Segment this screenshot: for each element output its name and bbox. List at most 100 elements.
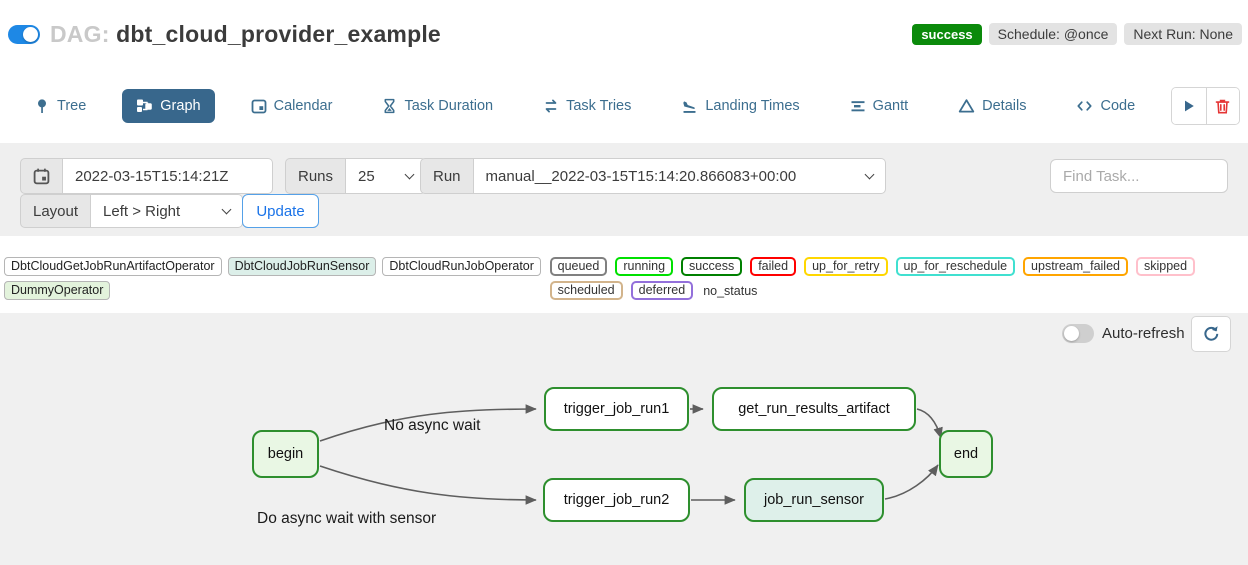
status-legend-success[interactable]: success bbox=[681, 257, 743, 276]
operator-legend-dummyoperator[interactable]: DummyOperator bbox=[4, 281, 111, 300]
legend: DbtCloudGetJobRunArtifactOperator DbtClou… bbox=[4, 257, 1244, 300]
trash-icon bbox=[1214, 98, 1231, 115]
status-legend-queued[interactable]: queued bbox=[549, 257, 608, 276]
tab-details[interactable]: Details bbox=[944, 89, 1040, 123]
status-legend-failed[interactable]: failed bbox=[750, 257, 797, 276]
base-date-input[interactable] bbox=[63, 158, 273, 194]
runs-label: Runs bbox=[285, 158, 347, 194]
tab-label: Task Duration bbox=[404, 98, 494, 114]
tab-label: Tree bbox=[57, 98, 87, 114]
hourglass-icon bbox=[382, 98, 397, 114]
toggle-knob bbox=[1064, 326, 1079, 341]
status-legend: queued running success failed up_for_retry up… bbox=[549, 257, 1244, 300]
chevron-down-icon bbox=[221, 204, 232, 214]
dag-edges bbox=[319, 404, 943, 505]
next-run-badge: Next Run: None bbox=[1124, 23, 1242, 45]
tab-label: Gantt bbox=[872, 98, 909, 114]
tab-label: Details bbox=[982, 98, 1027, 114]
header-badges: success Schedule: @once Next Run: None bbox=[912, 23, 1242, 45]
task-node-end[interactable]: end bbox=[939, 430, 993, 478]
tab-label: Code bbox=[1100, 98, 1136, 114]
runs-select-value: 25 bbox=[358, 167, 375, 185]
tab-tree[interactable]: Tree bbox=[20, 89, 100, 123]
tab-label: Calendar bbox=[273, 98, 333, 114]
operator-legend-dbtcloudrunjoboperator[interactable]: DbtCloudRunJobOperator bbox=[382, 257, 541, 276]
edge-job_run_sensor-to-end bbox=[884, 464, 939, 500]
num-runs-group: Runs 25 bbox=[285, 158, 427, 194]
run-select-value: manual__2022-03-15T15:14:20.866083+00:00 bbox=[485, 167, 797, 185]
runs-select[interactable]: 25 bbox=[346, 158, 427, 194]
run-label: Run bbox=[420, 158, 474, 194]
tab-task-tries[interactable]: Task Tries bbox=[529, 89, 645, 123]
tab-gantt[interactable]: Gantt bbox=[836, 89, 922, 123]
tab-graph[interactable]: Graph bbox=[122, 89, 215, 123]
operator-legend-dbtcloudgetjobrunartifactoperator[interactable]: DbtCloudGetJobRunArtifactOperator bbox=[4, 257, 222, 276]
run-select[interactable]: manual__2022-03-15T15:14:20.866083+00:00 bbox=[473, 158, 886, 194]
dag-name-label: dbt_cloud_provider_example bbox=[116, 20, 441, 47]
task-node-begin[interactable]: begin bbox=[252, 430, 319, 478]
calendar-addon-icon bbox=[20, 158, 63, 194]
filter-panel: Runs 25 Run manual__2022-03-15T15:14:20.… bbox=[0, 143, 1248, 236]
operator-legend-dbtcloudjobrunsensor[interactable]: DbtCloudJobRunSensor bbox=[227, 257, 377, 276]
schedule-badge[interactable]: Schedule: @once bbox=[988, 23, 1118, 45]
delete-dag-button[interactable] bbox=[1205, 88, 1239, 124]
find-task-input[interactable] bbox=[1050, 159, 1228, 193]
code-brackets-icon bbox=[1076, 98, 1093, 114]
status-badge: success bbox=[912, 23, 982, 45]
edge-get_run_results_artifact-to-end bbox=[916, 408, 943, 439]
status-legend-up_for_retry[interactable]: up_for_retry bbox=[804, 257, 888, 276]
layout-select-value: Left > Right bbox=[103, 202, 181, 220]
status-legend-upstream_failed[interactable]: upstream_failed bbox=[1023, 257, 1128, 276]
task-node-job_run_sensor[interactable]: job_run_sensor bbox=[744, 478, 884, 522]
autorefresh-label: Auto-refresh bbox=[1102, 325, 1185, 342]
autorefresh-control: Auto-refresh bbox=[1062, 324, 1185, 343]
status-legend-up_for_reschedule[interactable]: up_for_reschedule bbox=[895, 257, 1016, 276]
trigger-dag-button[interactable] bbox=[1172, 88, 1206, 124]
dag-prefix-label: DAG: bbox=[50, 20, 110, 47]
tab-code[interactable]: Code bbox=[1062, 89, 1149, 123]
tab-landing-times[interactable]: Landing Times bbox=[667, 89, 813, 123]
refresh-icon bbox=[1204, 326, 1219, 341]
task-node-get_run_results_artifact[interactable]: get_run_results_artifact bbox=[712, 387, 916, 431]
autorefresh-toggle[interactable] bbox=[1062, 324, 1094, 343]
task-node-trigger_job_run2[interactable]: trigger_job_run2 bbox=[543, 478, 690, 522]
tabs: Tree Graph Calendar Task Duration Task Tries… bbox=[20, 89, 1171, 123]
edge-begin-to-trigger_job_run1 bbox=[319, 404, 537, 442]
update-button[interactable]: Update bbox=[242, 194, 319, 228]
dag-pause-toggle[interactable] bbox=[8, 24, 40, 44]
graph-panel: Auto-refresh begin trigger_job_run1 get_ru… bbox=[0, 313, 1248, 565]
dag-action-buttons bbox=[1171, 87, 1240, 125]
status-legend-skipped[interactable]: skipped bbox=[1136, 257, 1196, 276]
task-node-trigger_job_run1[interactable]: trigger_job_run1 bbox=[544, 387, 689, 431]
page-title: DAG: dbt_cloud_provider_example bbox=[50, 21, 441, 48]
tab-label: Task Tries bbox=[566, 98, 632, 114]
status-legend-running[interactable]: running bbox=[615, 257, 674, 276]
triangle-icon bbox=[958, 98, 975, 114]
tab-label: Landing Times bbox=[705, 98, 800, 114]
run-select-group: Run manual__2022-03-15T15:14:20.866083+0… bbox=[420, 158, 886, 194]
tab-label: Graph bbox=[160, 98, 201, 114]
tree-icon bbox=[34, 98, 50, 114]
graph-icon bbox=[136, 98, 153, 114]
calendar-icon bbox=[251, 98, 267, 114]
tab-task-duration[interactable]: Task Duration bbox=[368, 89, 507, 123]
operator-legend: DbtCloudGetJobRunArtifactOperator DbtClou… bbox=[4, 257, 546, 300]
chevron-down-icon bbox=[404, 169, 415, 179]
base-date-group bbox=[20, 158, 273, 194]
tab-calendar[interactable]: Calendar bbox=[237, 89, 347, 123]
layout-label: Layout bbox=[20, 194, 92, 228]
edge-label-begin-to-trigger_job_run1: No async wait bbox=[384, 417, 481, 434]
status-legend-deferred[interactable]: deferred bbox=[630, 281, 694, 300]
status-legend-scheduled[interactable]: scheduled bbox=[549, 281, 623, 300]
edge-begin-to-trigger_job_run2 bbox=[319, 465, 537, 505]
edge-label-begin-to-trigger_job_run2: Do async wait with sensor bbox=[257, 510, 437, 527]
play-icon bbox=[1181, 98, 1197, 114]
refresh-button[interactable] bbox=[1191, 316, 1231, 352]
dag-header: DAG: dbt_cloud_provider_example success … bbox=[8, 14, 1242, 54]
chevron-down-icon bbox=[864, 169, 874, 179]
status-legend-no_status[interactable]: no_status bbox=[703, 283, 758, 298]
view-tabbar: Tree Graph Calendar Task Duration Task Tries… bbox=[20, 86, 1240, 126]
retry-arrows-icon bbox=[543, 98, 559, 114]
layout-select[interactable]: Left > Right bbox=[91, 194, 244, 228]
